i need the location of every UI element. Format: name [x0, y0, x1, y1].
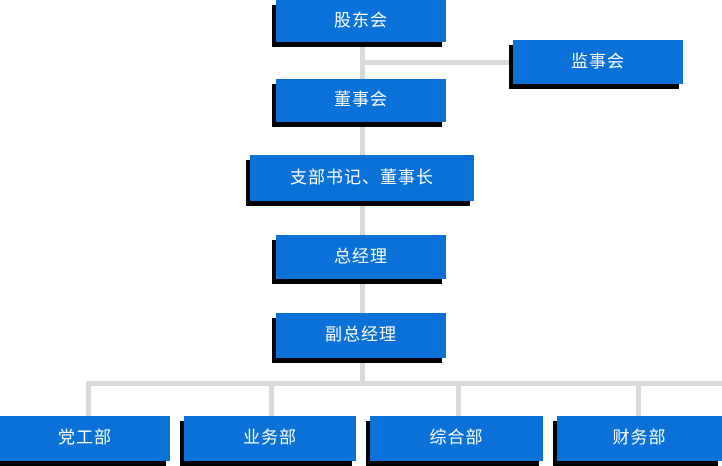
connector-spine-deputy-bus [360, 356, 365, 382]
connector-drop-finance-dept [636, 381, 641, 418]
node-finance-dept[interactable]: 财务部 [557, 416, 722, 461]
connector-branch-to-supervisors [360, 60, 515, 65]
node-label-gm: 总经理 [334, 246, 388, 267]
node-label-finance-dept: 财务部 [612, 428, 667, 448]
connector-spine-board-chairman [360, 120, 365, 158]
node-supervisors[interactable]: 监事会 [513, 40, 683, 84]
node-label-general-dept: 综合部 [429, 428, 484, 448]
node-label-chairman: 支部书记、董事长 [290, 167, 434, 188]
connector-spine-gm-deputy [360, 277, 365, 315]
node-label-party-dept: 党工部 [58, 428, 112, 448]
node-label-business-dept: 业务部 [243, 428, 297, 448]
node-label-board: 董事会 [334, 90, 388, 110]
node-shareholders[interactable]: 股东会 [276, 0, 446, 42]
node-general-dept[interactable]: 综合部 [370, 416, 543, 461]
node-deputy-gm[interactable]: 副总经理 [276, 313, 446, 358]
node-gm[interactable]: 总经理 [276, 235, 446, 279]
connector-drop-general-dept [456, 381, 461, 418]
node-party-dept[interactable]: 党工部 [0, 416, 170, 461]
connector-drop-party-dept [86, 381, 91, 418]
connector-spine-chairman-gm [360, 199, 365, 237]
node-label-supervisors: 监事会 [571, 51, 625, 72]
node-business-dept[interactable]: 业务部 [184, 416, 356, 461]
connector-drop-business-dept [269, 381, 274, 418]
node-chairman[interactable]: 支部书记、董事长 [250, 155, 474, 201]
node-label-shareholders: 股东会 [334, 10, 388, 31]
connector-department-bus [86, 381, 722, 386]
node-board[interactable]: 董事会 [276, 79, 446, 122]
node-label-deputy-gm: 副总经理 [325, 325, 397, 345]
